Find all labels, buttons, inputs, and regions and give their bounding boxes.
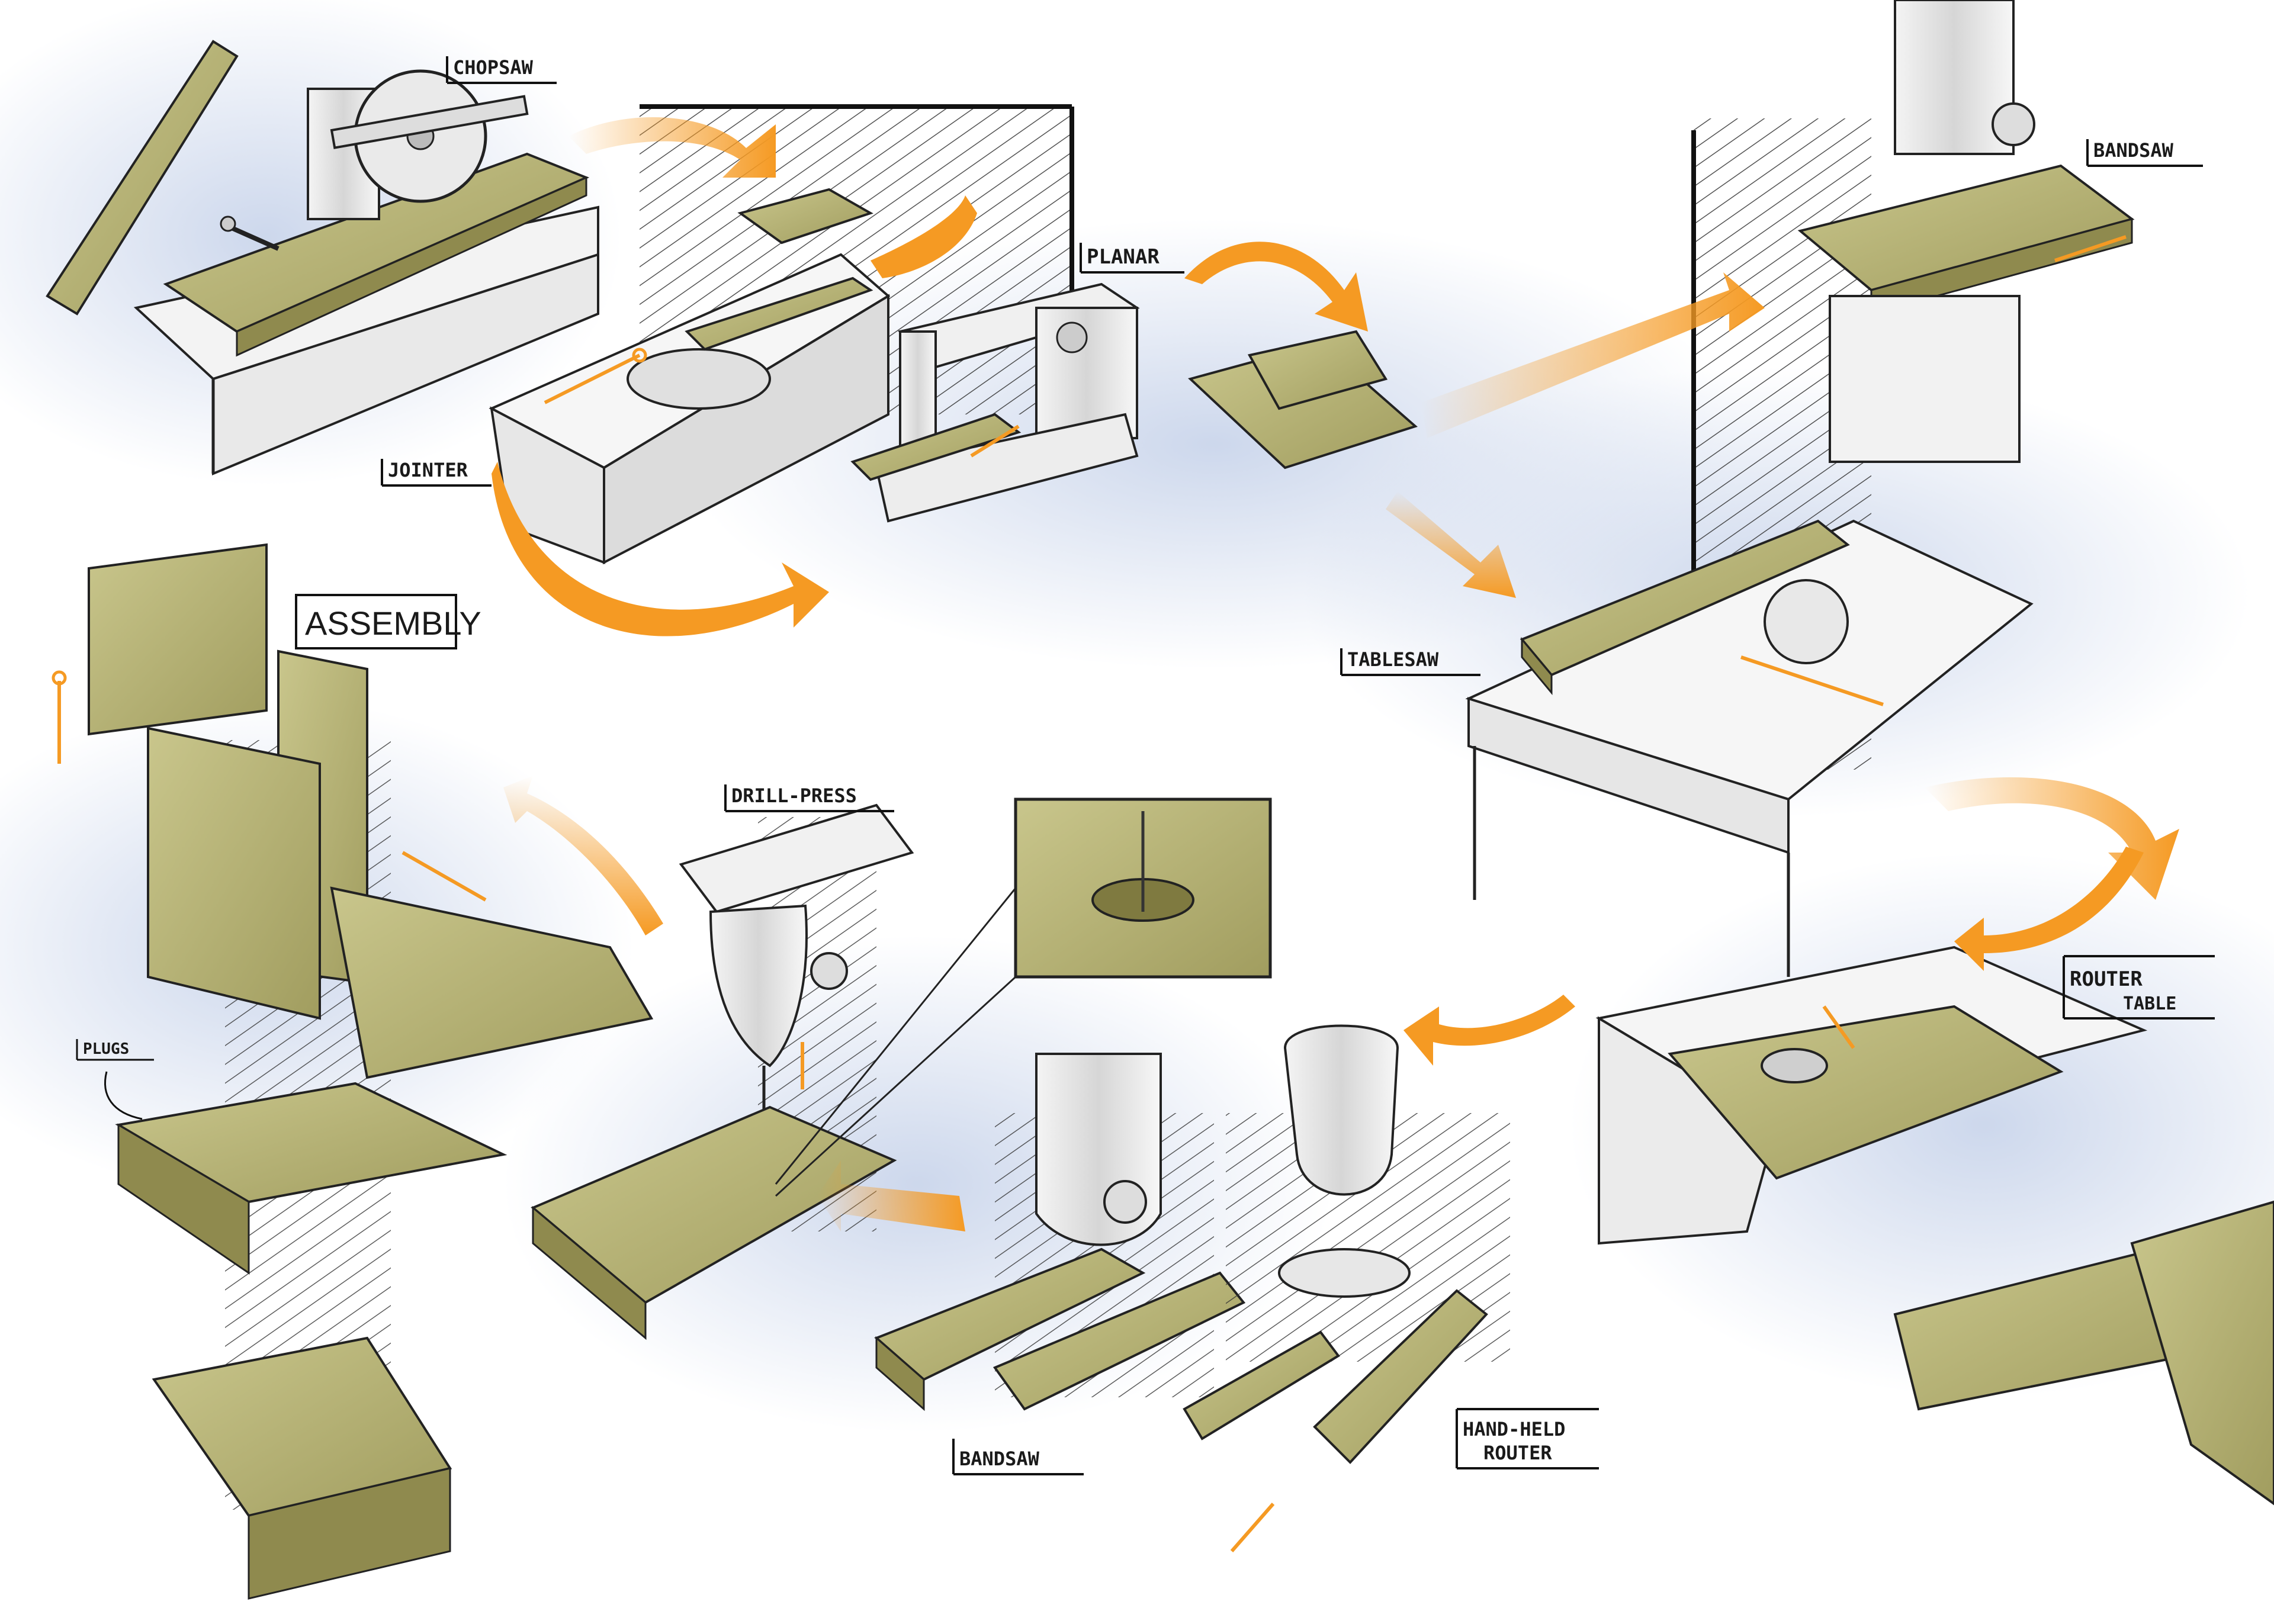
- tablesaw-station: [1465, 519, 2034, 977]
- svg-text:PLANAR: PLANAR: [1087, 245, 1160, 269]
- label-router-table: ROUTER TABLE: [2063, 955, 2215, 1020]
- svg-text:PLUGS: PLUGS: [83, 1040, 129, 1058]
- svg-text:TABLESAW: TABLESAW: [1347, 648, 1439, 671]
- svg-text:DRILL-PRESS: DRILL-PRESS: [731, 784, 857, 807]
- label-plugs: PLUGS: [76, 1039, 154, 1120]
- label-tablesaw: TABLESAW: [1340, 648, 1480, 676]
- label-bandsaw-bottom: BANDSAW: [952, 1439, 1084, 1475]
- labels: CHOPSAW JOINTER PLANAR BANDSAW TABLESAW …: [76, 56, 2215, 1475]
- svg-text:ROUTER: ROUTER: [1483, 1442, 1552, 1464]
- svg-text:BANDSAW: BANDSAW: [959, 1448, 1040, 1470]
- label-bandsaw-top: BANDSAW: [2086, 139, 2203, 167]
- svg-text:ROUTER: ROUTER: [2070, 967, 2143, 991]
- label-jointer: JOINTER: [381, 459, 492, 487]
- assembly-station: [52, 543, 654, 1600]
- label-handheld-router: HAND-HELD ROUTER: [1456, 1408, 1599, 1469]
- loose-board: [46, 40, 239, 316]
- chopsaw-station: [46, 40, 599, 475]
- svg-text:HAND-HELD: HAND-HELD: [1463, 1418, 1565, 1440]
- router-table-station: [1595, 946, 2274, 1506]
- svg-text:TABLE: TABLE: [2123, 993, 2176, 1014]
- drill-press-station: [531, 797, 1272, 1340]
- svg-text:CHOPSAW: CHOPSAW: [453, 56, 534, 79]
- tablesaw-blade: [1764, 579, 1849, 664]
- svg-text:BANDSAW: BANDSAW: [2093, 139, 2174, 162]
- jointer-station: [489, 104, 1074, 565]
- label-drill-press: DRILL-PRESS: [724, 784, 894, 812]
- svg-text:ASSEMBLY: ASSEMBLY: [305, 604, 481, 642]
- bandsaw-bottom-station: [874, 1053, 1246, 1411]
- label-planar: PLANAR: [1080, 243, 1184, 274]
- flow-arrows: [492, 117, 2179, 1231]
- label-assembly: ASSEMBLY: [295, 594, 481, 649]
- svg-text:JOINTER: JOINTER: [388, 459, 468, 481]
- planed-boards: [1188, 330, 1418, 469]
- handheld-router-station: [1183, 1024, 1510, 1552]
- label-chopsaw: CHOPSAW: [446, 56, 557, 84]
- planar-station: [850, 282, 1140, 523]
